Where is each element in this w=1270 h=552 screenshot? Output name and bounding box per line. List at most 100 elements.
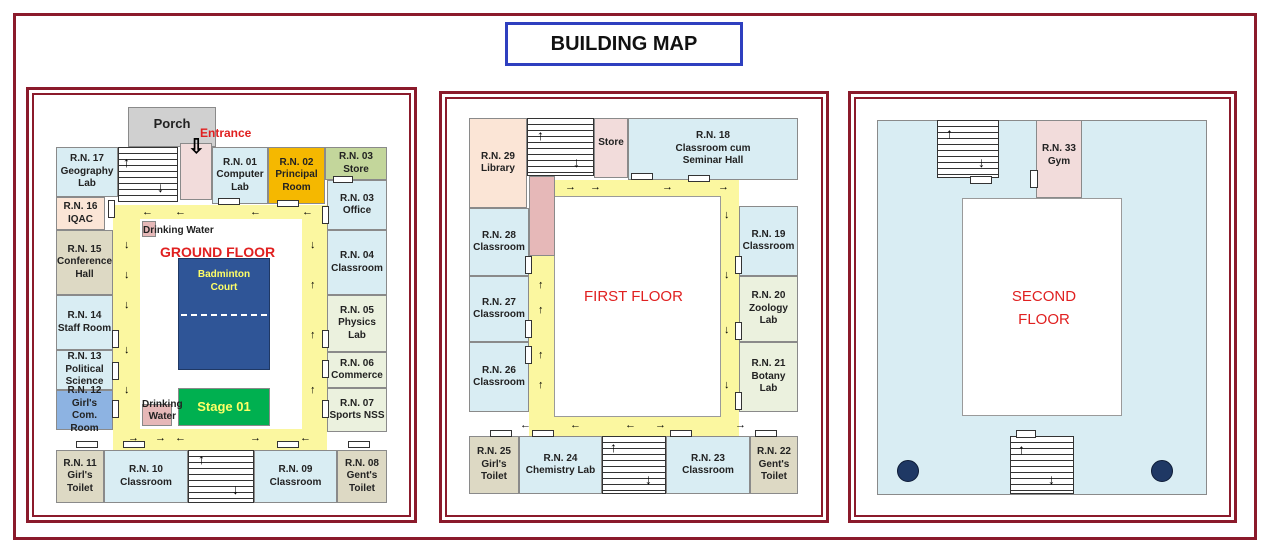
door <box>970 176 992 184</box>
door <box>112 362 119 380</box>
corridor-arrow-icon: ← <box>300 432 311 444</box>
room-rn28[interactable]: R.N. 28 Classroom <box>469 208 529 276</box>
corridor-arrow-icon: ↓ <box>724 379 730 391</box>
corridor-arrow-icon: → <box>565 181 576 193</box>
room-rn07[interactable]: R.N. 07 Sports NSS <box>327 388 387 432</box>
corridor-arrow-icon: ← <box>520 419 531 431</box>
room-rn14[interactable]: R.N. 14 Staff Room <box>56 295 113 350</box>
first-stairs-bottom <box>602 436 666 494</box>
corridor-arrow-icon: → <box>735 419 746 431</box>
door <box>322 330 329 348</box>
room-rn13[interactable]: R.N. 13 Political Science <box>56 350 113 390</box>
room-rn26[interactable]: R.N. 26 Classroom <box>469 342 529 412</box>
door <box>688 175 710 182</box>
stair-down-arrow-icon: ↓ <box>645 471 652 487</box>
room-rn33[interactable]: R.N. 33 Gym <box>1036 120 1082 198</box>
door <box>108 200 115 218</box>
room-rn20[interactable]: R.N. 20 Zoology Lab <box>739 276 798 342</box>
corridor-arrow-icon: ← <box>175 206 186 218</box>
room-rn11[interactable]: R.N. 11 Girl's Toilet <box>56 450 104 503</box>
corridor-arrow-icon: ← <box>250 206 261 218</box>
room-rn04[interactable]: R.N. 04 Classroom <box>327 230 387 295</box>
door <box>735 256 742 274</box>
room-rn29[interactable]: R.N. 29 Library <box>469 118 527 208</box>
stair-down-arrow-icon: ↓ <box>978 154 985 170</box>
door <box>525 320 532 338</box>
ground-stairs-top <box>118 147 178 202</box>
door <box>322 400 329 418</box>
room-rn19[interactable]: R.N. 19 Classroom <box>739 206 798 276</box>
corridor-arrow-icon: ← <box>142 206 153 218</box>
room-rn15[interactable]: R.N. 15 Conference Hall <box>56 230 113 295</box>
room-rn21[interactable]: R.N. 21 Botany Lab <box>739 342 798 412</box>
corridor-arrow-icon: ↓ <box>724 269 730 281</box>
stage[interactable]: Stage 01 <box>178 388 270 426</box>
corridor-arrow-icon: → <box>155 432 166 444</box>
door <box>322 360 329 378</box>
door <box>631 173 653 180</box>
door <box>525 346 532 364</box>
room-rn24[interactable]: R.N. 24 Chemistry Lab <box>519 436 602 494</box>
corridor-arrow-icon: ↑ <box>538 279 544 291</box>
room-rn10[interactable]: R.N. 10 Classroom <box>104 450 188 503</box>
first-store-label: Store <box>598 137 624 148</box>
corridor-arrow-icon: ↑ <box>538 349 544 361</box>
stair-down-arrow-icon: ↓ <box>157 179 164 195</box>
stair-up-arrow-icon: ↑ <box>537 127 544 143</box>
stair-up-arrow-icon: ↑ <box>610 439 617 455</box>
room-rn06[interactable]: R.N. 06 Commerce <box>327 352 387 388</box>
room-rn08[interactable]: R.N. 08 Gent's Toilet <box>337 450 387 503</box>
first-floor-panel-inner <box>445 97 823 517</box>
door <box>755 430 777 437</box>
ground-stairs-bottom <box>188 450 254 503</box>
corridor-arrow-icon: → <box>128 432 139 444</box>
first-store[interactable]: Store <box>594 118 628 178</box>
second-floor-panel-inner <box>854 97 1231 517</box>
room-rn09[interactable]: R.N. 09 Classroom <box>254 450 337 503</box>
first-floor-panel <box>439 91 829 523</box>
first-stairs-top <box>527 118 594 176</box>
entrance-label: Entrance <box>200 126 252 140</box>
corridor-arrow-icon: ↓ <box>310 239 316 251</box>
room-rn22[interactable]: R.N. 22 Gent's Toilet <box>750 436 798 494</box>
stair-down-arrow-icon: ↓ <box>232 481 239 497</box>
room-rn27[interactable]: R.N. 27 Classroom <box>469 276 529 342</box>
room-rn18[interactable]: R.N. 18 Classroom cum Seminar Hall <box>628 118 798 180</box>
corridor-arrow-icon: ↑ <box>310 384 316 396</box>
door <box>123 441 145 448</box>
room-rn12[interactable]: R.N. 12 Girl's Com. Room <box>56 385 113 434</box>
corridor-arrow-icon: ↑ <box>538 379 544 391</box>
room-rn01[interactable]: R.N. 01 Computer Lab <box>212 147 268 204</box>
second-floor-label: SECOND FLOOR <box>1011 288 1077 328</box>
room-rn16[interactable]: R.N. 16 IQAC <box>56 197 105 230</box>
door <box>525 256 532 274</box>
second-stairs-top <box>937 120 999 178</box>
corridor-arrow-icon: → <box>590 181 601 193</box>
door <box>277 200 299 207</box>
room-rn25[interactable]: R.N. 25 Girl's Toilet <box>469 436 519 494</box>
stair-down-arrow-icon: ↓ <box>1048 471 1055 487</box>
door <box>277 441 299 448</box>
door <box>333 176 353 183</box>
door <box>735 322 742 340</box>
first-floor-label: FIRST FLOOR <box>584 288 683 305</box>
drinking-water-bottom-label: Drinking Water <box>142 399 183 422</box>
room-rn05[interactable]: R.N. 05 Physics Lab <box>327 295 387 352</box>
room-rn02[interactable]: R.N. 02 Principal Room <box>268 147 325 204</box>
ground-floor-panel <box>26 87 417 523</box>
corridor-arrow-icon: ↑ <box>310 279 316 291</box>
second-floor-panel <box>848 91 1237 523</box>
ground-floor-label: GROUND FLOOR <box>160 244 276 260</box>
door <box>670 430 692 437</box>
corridor-arrow-icon: ← <box>625 419 636 431</box>
ground-floor-panel-inner <box>32 93 411 517</box>
room-rn17[interactable]: R.N. 17 Geography Lab <box>56 147 118 197</box>
door <box>112 330 119 348</box>
badminton-court-label: Badminton Court <box>197 269 251 293</box>
first-passage <box>529 176 555 256</box>
room-rn03-office[interactable]: R.N. 03 Office <box>327 180 387 230</box>
stair-down-arrow-icon: ↓ <box>573 154 580 170</box>
room-rn03-store[interactable]: R.N. 03 Store <box>325 147 387 180</box>
room-rn23[interactable]: R.N. 23 Classroom <box>666 436 750 494</box>
second-stairs-bottom <box>1010 436 1074 494</box>
